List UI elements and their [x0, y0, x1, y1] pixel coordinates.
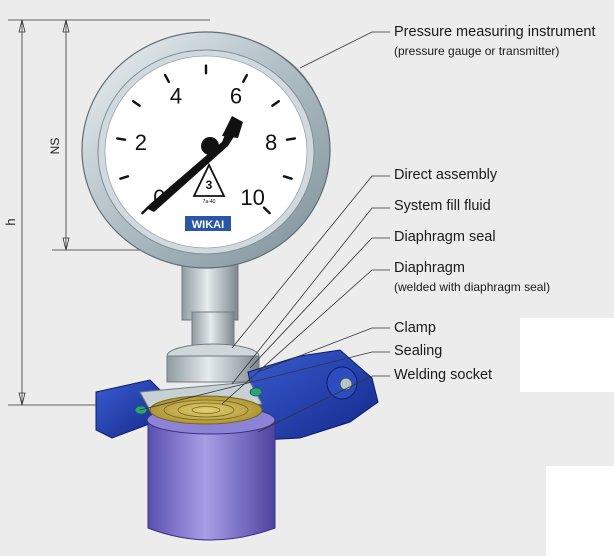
wika-brand-plate: WIKAI [185, 216, 231, 231]
gauge-tick [115, 137, 127, 141]
gauge-logo-code: 7a-40 [203, 199, 216, 205]
leader-lines [139, 31, 390, 433]
label-instrument: Pressure measuring instrument [394, 24, 596, 40]
welding-socket [146, 405, 276, 541]
gauge-logo-number: 3 [206, 178, 213, 192]
label-diaphragm: Diaphragm [394, 260, 465, 276]
gauge-scale-numbers: 0246810 [135, 84, 278, 210]
label-sealing: Sealing [394, 343, 443, 359]
gauge-tick [262, 206, 271, 215]
pressure-gauge: 0246810 3 7a-40 WIKAI [81, 31, 331, 269]
label-diaphragm-sub: (welded with diaphragm seal) [394, 280, 551, 294]
label-direct-assembly: Direct assembly [394, 167, 498, 183]
label-diaphragm-seal: Diaphragm seal [394, 229, 496, 245]
label-system-fill-fluid: System fill fluid [394, 198, 491, 214]
gauge-tick [285, 137, 297, 141]
gauge-brand: WIKAI [192, 219, 224, 231]
gauge-tick [271, 100, 281, 107]
gauge-logo: 3 7a-40 [192, 162, 226, 205]
gauge-tick [163, 73, 170, 84]
gauge-scale-number: 8 [265, 130, 277, 155]
dimension-ns-label: NS [48, 138, 62, 155]
gauge-tick [119, 175, 130, 180]
blank-panel-upper [520, 318, 614, 392]
label-welding-socket: Welding socket [394, 367, 493, 383]
gauge-scale-ticks [115, 64, 297, 215]
gauge-tick [242, 73, 249, 84]
diaphragm-seal-flange [139, 381, 263, 425]
dimension-h-label: h [3, 218, 18, 225]
gauge-scale-number: 6 [230, 84, 242, 109]
gauge-tick [141, 206, 150, 215]
gauge-scale-number: 4 [170, 84, 182, 109]
gauge-pointer [146, 116, 243, 212]
direct-assembly-stem [166, 261, 260, 383]
gauge-scale-number: 2 [135, 130, 147, 155]
gauge-scale-number: 10 [240, 185, 264, 210]
label-instrument-sub: (pressure gauge or transmitter) [394, 44, 560, 58]
label-clamp: Clamp [394, 320, 436, 336]
blank-panel-lower [546, 466, 614, 556]
gauge-tick [131, 100, 141, 107]
gauge-tick [282, 175, 293, 180]
